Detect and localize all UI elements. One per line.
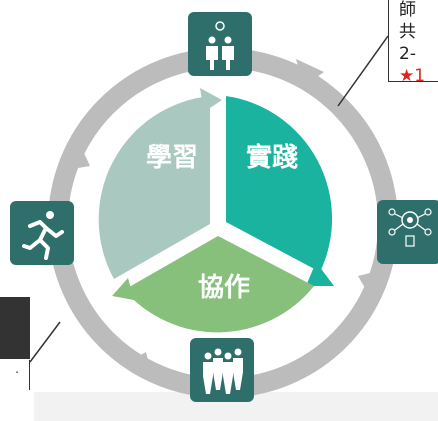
- ring-arrowhead-right: [358, 270, 382, 300]
- icon-tile-right: [377, 200, 438, 264]
- icon-tile-top: [188, 12, 252, 76]
- running-person-icon: [22, 211, 64, 260]
- callout-top: 師 共 2- ★1: [388, 0, 438, 82]
- segment-practice-label: 實踐: [246, 142, 298, 173]
- ring-arrowhead-bottom: [124, 352, 152, 376]
- callout-line-1: 師: [399, 0, 416, 20]
- segment-practice: [226, 96, 333, 272]
- connector-bottom-left: [29, 321, 61, 363]
- ring-arrowhead-top-right: [296, 59, 324, 86]
- callout-line-3: 2-: [399, 44, 416, 64]
- segment-learn: [98, 96, 210, 279]
- icon-tile-left: [10, 201, 74, 265]
- callout-line-2: 共: [399, 22, 416, 42]
- icon-tile-bottom: [190, 338, 254, 402]
- dark-side-tab: [0, 297, 30, 359]
- team-lightbulb-icon: [388, 208, 432, 247]
- side-callout-dot: .: [15, 362, 19, 376]
- segment-learn-arrowhead: [200, 88, 222, 112]
- segment-collaborate-label: 協作: [198, 273, 250, 303]
- segment-collaborate: [124, 236, 314, 333]
- side-callout-box: .: [0, 360, 30, 390]
- group-people-icon: [203, 348, 243, 394]
- ring-arrowhead-left: [66, 140, 90, 170]
- segment-practice-arrowhead: [306, 262, 334, 286]
- connector-top-right: [337, 35, 389, 107]
- two-people-idea-icon: [206, 21, 234, 70]
- callout-star-label: ★1: [399, 66, 426, 82]
- segment-collaborate-arrowhead: [112, 278, 134, 300]
- segment-learn-label: 學習: [146, 143, 198, 173]
